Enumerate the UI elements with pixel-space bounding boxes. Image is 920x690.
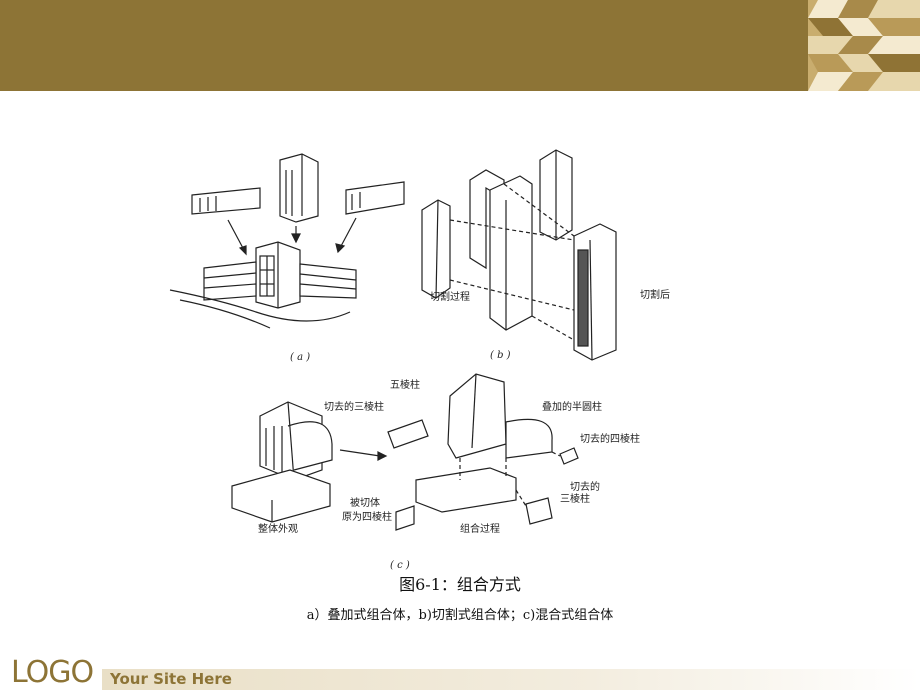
cube-pattern-decoration <box>808 0 920 91</box>
label-cut-triangular-prism-2-line2: 三棱柱 <box>560 492 590 505</box>
label-sub-a: ( a ) <box>290 352 310 363</box>
logo-text: LOGO <box>11 655 94 690</box>
label-sub-c: ( c ) <box>390 560 410 571</box>
header-band <box>0 0 920 91</box>
site-link[interactable]: Your Site Here <box>110 670 232 688</box>
label-pentagonal-prism: 五棱柱 <box>390 378 420 391</box>
figure-c-drawing <box>231 373 579 531</box>
label-cut-triangular-prism: 切去的三棱柱 <box>324 400 384 413</box>
label-stacked-half-cylinder: 叠加的半圆柱 <box>542 400 602 413</box>
label-cut-square-prism: 切去的四棱柱 <box>580 432 640 445</box>
label-cut-process: 切割过程 <box>430 290 470 303</box>
label-cut-triangular-prism-2-line1: 切去的 <box>570 480 600 493</box>
figure-caption-subtitle: a）叠加式组合体，b)切割式组合体；c)混合式组合体 <box>306 608 614 623</box>
footer-bar <box>102 669 920 690</box>
label-combination-process: 组合过程 <box>460 522 500 535</box>
label-cut-body-line1: 被切体 <box>350 496 380 509</box>
figure-caption-title: 图6-1：组合方式 <box>399 575 521 594</box>
figure-b-drawing <box>421 149 617 361</box>
combination-figure: 切割过程 切割后 ( a ) ( b ) 五棱柱 切去的三棱柱 叠加的半圆柱 切… <box>169 149 670 571</box>
label-after-cut: 切割后 <box>640 288 670 301</box>
footer: LOGO Your Site Here <box>0 652 920 690</box>
label-overall-view: 整体外观 <box>258 522 298 535</box>
label-cut-body-line2: 原为四棱柱 <box>342 510 392 523</box>
figure-a-drawing <box>169 153 405 329</box>
label-sub-b: ( b ) <box>490 350 511 361</box>
